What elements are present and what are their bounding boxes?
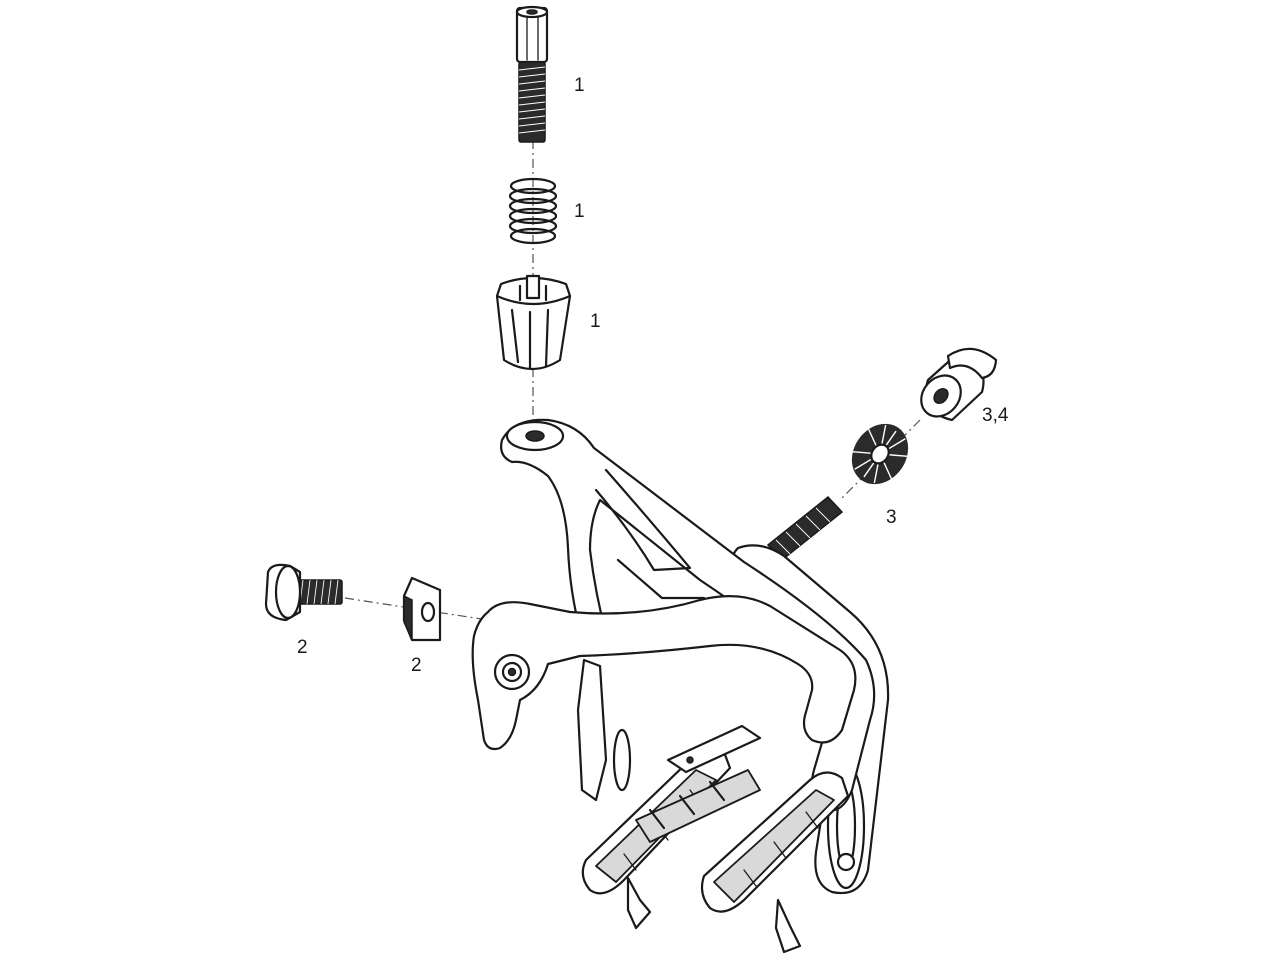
label-adjuster-nut: 1 bbox=[590, 311, 601, 332]
pad-washer bbox=[402, 576, 442, 642]
mounting-bolt bbox=[766, 495, 844, 562]
barrel-adjuster-bolt bbox=[515, 5, 549, 143]
pad-fixing-bolt bbox=[264, 563, 343, 622]
spring bbox=[508, 177, 558, 245]
label-brake-nut: 3,4 bbox=[982, 405, 1009, 426]
brake-pad-right bbox=[700, 771, 850, 954]
label-pad-washer: 2 bbox=[411, 655, 422, 676]
brake-nut bbox=[920, 347, 998, 422]
label-toothed-washer: 3 bbox=[886, 507, 897, 528]
label-pad-fixing-bolt: 2 bbox=[297, 637, 308, 658]
caliper-front-arm bbox=[471, 595, 857, 802]
label-barrel-adjuster: 1 bbox=[574, 75, 585, 96]
axis-line-left bbox=[344, 597, 489, 621]
toothed-washer bbox=[851, 423, 909, 485]
label-spring: 1 bbox=[574, 201, 585, 222]
adjuster-nut bbox=[495, 274, 572, 371]
brake-shoe-holder bbox=[635, 724, 762, 843]
caliper-upper-arm bbox=[500, 418, 876, 812]
